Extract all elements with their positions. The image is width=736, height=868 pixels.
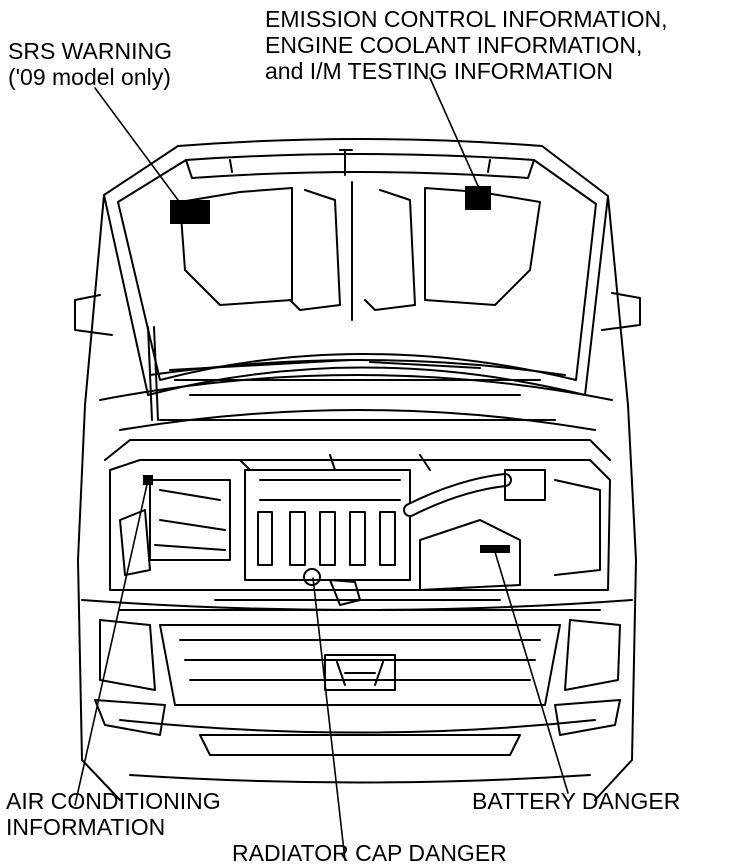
air-conditioning-label: AIR CONDITIONING INFORMATION — [6, 788, 221, 840]
srs-warning-label-marker — [170, 200, 210, 224]
emission-label-marker — [465, 186, 491, 210]
battery — [419, 519, 521, 591]
battery-line: BATTERY DANGER — [472, 788, 681, 814]
grille — [159, 624, 561, 706]
hood-panel-left — [179, 187, 293, 306]
engine-cover — [244, 469, 411, 581]
battery-danger-label: BATTERY DANGER — [472, 788, 680, 814]
emission-line-1: EMISSION CONTROL INFORMATION, — [265, 6, 668, 32]
srs-warning-label: SRS WARNING ('09 model only) — [8, 38, 172, 90]
engine-bay — [109, 454, 611, 611]
radiator-cap-label: RADIATOR CAP DANGER — [232, 840, 507, 866]
mirror-left — [74, 294, 113, 336]
emission-control-label: EMISSION CONTROL INFORMATION, ENGINE COO… — [265, 6, 668, 84]
ac-line-1: AIR CONDITIONING — [6, 788, 221, 814]
battery-label-marker — [480, 545, 510, 553]
leader-lines — [74, 77, 569, 861]
srs-leader-line — [94, 87, 179, 201]
srs-warning-line: SRS WARNING — [8, 38, 172, 64]
ac-line-2: INFORMATION — [6, 814, 166, 840]
vehicle-body — [77, 194, 637, 801]
emission-line-3: and I/M TESTING INFORMATION — [265, 58, 614, 84]
radiator-cap — [303, 568, 321, 586]
radiator-leader-line — [312, 577, 346, 861]
ac-leader-line — [74, 479, 149, 806]
front-fascia — [81, 599, 633, 784]
radiator-line: RADIATOR CAP DANGER — [232, 840, 507, 866]
emission-line-2: ENGINE COOLANT INFORMATION, — [265, 32, 643, 58]
srs-model-note: ('09 model only) — [8, 64, 171, 90]
emission-leader-line — [429, 77, 479, 187]
battery-leader-line — [494, 551, 569, 794]
hood-open — [103, 138, 609, 421]
